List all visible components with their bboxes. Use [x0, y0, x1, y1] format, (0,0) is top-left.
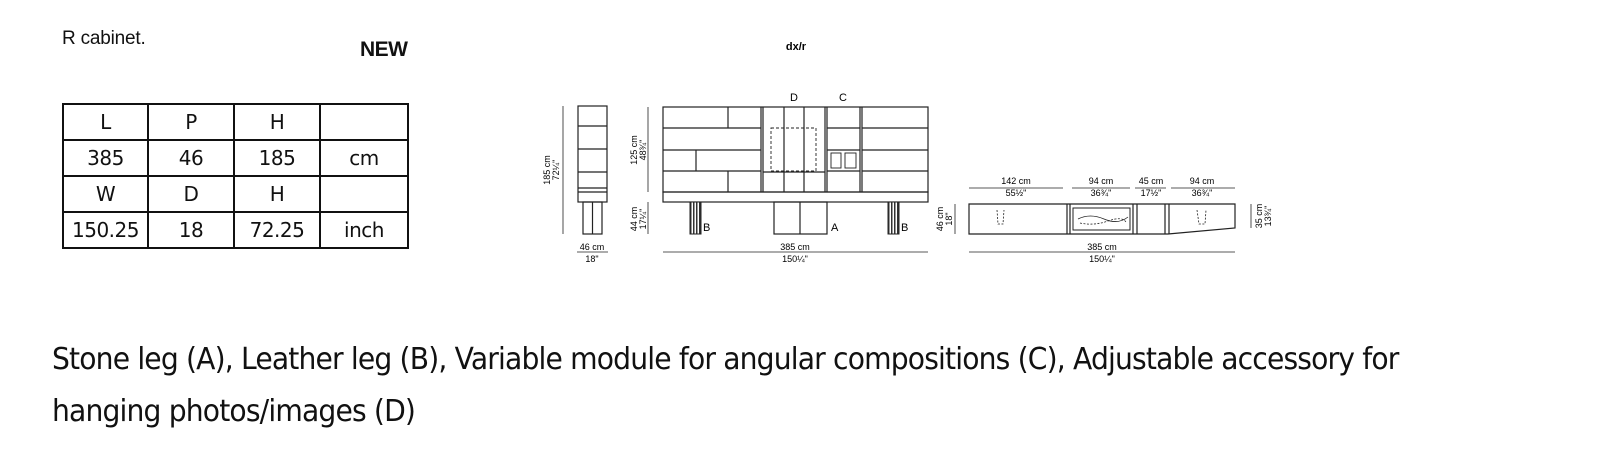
top-seg4-in: 36¾" — [1192, 188, 1213, 198]
table-cell: 185 — [233, 139, 321, 177]
top-view-outline — [968, 203, 1236, 235]
drawing-title: dx/r — [786, 41, 807, 53]
table-cell: L — [62, 103, 149, 141]
label-c: C — [839, 92, 847, 104]
leather-leg-b-left — [689, 201, 702, 235]
top-depth-cm: 46 cm — [935, 207, 945, 232]
table-cell: H — [233, 103, 321, 141]
table-cell: D — [147, 175, 235, 213]
side-depth-cm: 46 cm — [580, 242, 605, 252]
label-d: D — [790, 92, 798, 104]
top-seg2-cm: 94 cm — [1089, 176, 1114, 186]
label-b-left: B — [703, 222, 710, 234]
table-cell: H — [233, 175, 321, 213]
top-seg1-in: 55½" — [1006, 188, 1027, 198]
new-badge: NEW — [360, 38, 408, 61]
table-row: 150.25 18 72.25 inch — [62, 211, 409, 249]
photo-accessory-d — [770, 127, 817, 172]
side-depth-in: 18" — [585, 254, 598, 264]
table-cell: 150.25 — [62, 211, 149, 249]
front-upper-cm: 125 cm — [629, 135, 639, 165]
product-name: R cabinet. — [62, 28, 146, 49]
top-seg3-in: 17½" — [1141, 188, 1162, 198]
top-seg2-in: 36¾" — [1091, 188, 1112, 198]
front-view — [662, 106, 929, 235]
top-width-cm: 385 cm — [1087, 242, 1117, 252]
top-seg4-cm: 94 cm — [1190, 176, 1215, 186]
side-view — [562, 105, 608, 253]
table-row: W D H — [62, 175, 409, 213]
table-cell: cm — [319, 139, 409, 177]
front-width-in: 150¼" — [782, 254, 808, 264]
top-seg1-cm: 142 cm — [1001, 176, 1031, 186]
front-leg-cm: 44 cm — [629, 207, 639, 232]
table-cell: inch — [319, 211, 409, 249]
top-width-in: 150¼" — [1089, 254, 1115, 264]
table-cell: 72.25 — [233, 211, 321, 249]
table-cell: W — [62, 175, 149, 213]
table-cell — [319, 103, 409, 141]
top-end-in: 13¾" — [1263, 206, 1273, 227]
dimensions-table: L P H 385 46 185 cm W D H 150.25 18 72.2… — [62, 103, 409, 249]
front-upper-in: 48¾" — [638, 140, 648, 161]
table-cell — [319, 175, 409, 213]
side-height-cm: 185 cm — [542, 155, 552, 185]
top-view — [968, 203, 1236, 235]
label-a: A — [831, 222, 839, 234]
table-cell: P — [147, 103, 235, 141]
label-b-right: B — [901, 222, 908, 234]
front-view-base — [662, 191, 929, 203]
legend-caption: Stone leg (A), Leather leg (B), Variable… — [52, 342, 1399, 429]
front-width-cm: 385 cm — [780, 242, 810, 252]
front-leg-in: 17¼" — [638, 209, 648, 230]
top-seg3-cm: 45 cm — [1139, 176, 1164, 186]
side-height-in: 72¼" — [551, 160, 561, 181]
top-depth-in: 18" — [944, 212, 954, 225]
table-cell: 46 — [147, 139, 235, 177]
table-cell: 18 — [147, 211, 235, 249]
table-cell: 385 — [62, 139, 149, 177]
table-row: 385 46 185 cm — [62, 139, 409, 177]
top-end-cm: 35 cm — [1254, 204, 1264, 229]
table-row: L P H — [62, 103, 409, 141]
leather-leg-b-right — [887, 201, 900, 235]
